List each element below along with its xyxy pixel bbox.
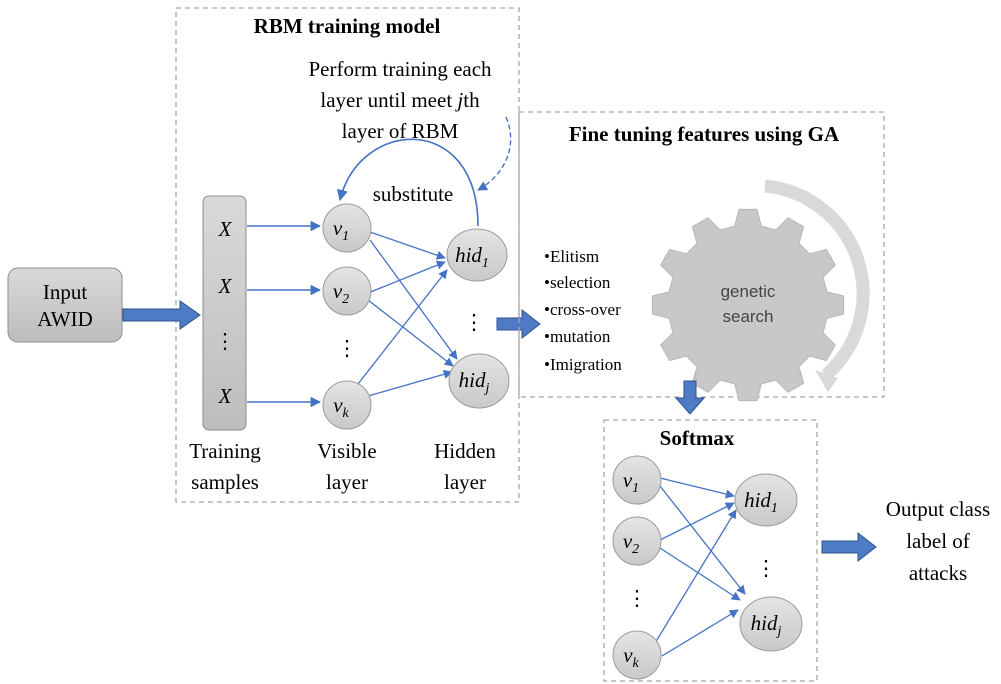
svg-text:v1: v1 [623,468,639,496]
ga-bullet-mutation: •mutation [544,327,611,346]
softmax-to-output-arrow [821,531,877,563]
output-line-1: Output class [886,497,990,521]
svg-text:hid1: hid1 [455,243,489,271]
softmax-panel-title: Softmax [660,426,735,450]
visible-node-v2: v2 [322,266,372,316]
ga-bullet-imigration: •Imigration [544,355,622,374]
gear-rotation-arrowhead [815,370,838,392]
hidden-node-hidj: hidj [448,353,510,409]
output-line-3: attacks [909,561,967,585]
rbm-note-line-2: layer until meet jth [320,88,480,112]
svg-text:v1: v1 [333,216,349,244]
hidden-ellipsis: ⋮ [464,310,485,334]
softmax-panel-border [603,419,818,682]
input-box-line-2: AWID [37,307,92,331]
ga-panel-title: Fine tuning features using GA [569,122,840,146]
gear-rotation-arrow [764,179,870,380]
svg-text:v2: v2 [333,279,349,307]
visible-node-vk: vk [322,380,372,430]
visible-ellipsis: ⋮ [337,336,358,360]
input-awid-box [7,267,123,343]
ga-bullet-selection: •selection [544,273,611,292]
hidden-layer-caption-1: Hidden [434,439,496,463]
svg-text:hidj: hidj [459,368,490,396]
ga-bullet-crossover: •cross-over [544,300,621,319]
visible-node-v1: v1 [322,203,372,253]
input-to-samples-arrow [122,300,201,330]
sample-ellipsis: ⋮ [215,329,236,353]
output-line-2: label of [906,529,970,553]
ga-bullet-elitism: •Elitism [544,247,599,266]
rbm-panel-title: RBM training model [254,14,441,38]
svg-text:hidj: hidj [751,611,782,639]
softmax-visible-ellipsis: ⋮ [627,586,648,610]
sample-x-k: X [218,384,233,408]
genetic-search-gear-icon: genetic search [651,208,845,402]
rbm-note-line-3: layer of RBM [342,119,459,143]
softmax-visible-node-v2: v2 [612,516,662,566]
ga-panel-border [518,111,885,398]
visible-layer-caption-2: layer [326,470,368,494]
hidden-node-hid1: hid1 [446,228,508,282]
sample-x-2: X [218,274,233,298]
gear-label-line-2: search [722,307,773,326]
sample-x-1: X [218,217,233,241]
ga-to-softmax-arrow [674,380,706,415]
svg-text:hid1: hid1 [744,488,778,516]
input-box-line-1: Input [43,280,87,304]
rbm-to-ga-arrow [496,308,541,340]
visible-layer-caption-1: Visible [317,439,376,463]
training-samples-caption-1: Training [189,439,261,463]
softmax-hidden-node-hid1: hid1 [734,473,798,527]
note-pointer-arrow [477,116,512,191]
softmax-visible-node-v1: v1 [612,455,662,505]
softmax-hidden-node-hidj: hidj [739,596,803,652]
svg-text:vk: vk [333,393,349,421]
softmax-visible-node-vk: vk [612,630,662,680]
rbm-connections [357,231,458,397]
gear-label-line-1: genetic [721,282,776,301]
svg-text:vk: vk [623,643,639,671]
substitute-loop-arrow [336,138,479,227]
hidden-layer-caption-2: layer [444,470,486,494]
softmax-hidden-ellipsis: ⋮ [756,556,777,580]
softmax-connections [651,477,746,657]
training-samples-caption-2: samples [191,470,259,494]
substitute-label: substitute [373,182,454,206]
svg-text:v2: v2 [623,529,639,557]
rbm-note-line-1: Perform training each [308,57,492,81]
training-samples-column [202,195,247,431]
